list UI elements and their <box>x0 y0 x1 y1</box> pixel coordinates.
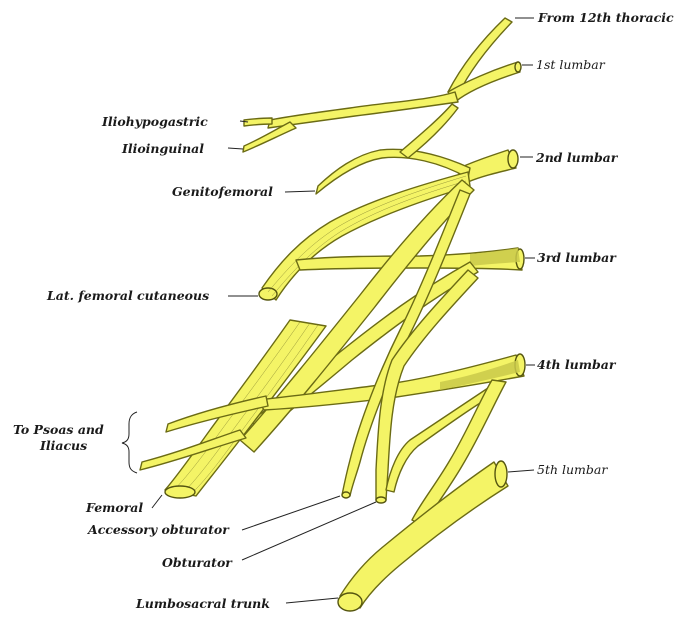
lumbosacral-trunk-end <box>338 593 362 611</box>
iliohypogastric-nerve <box>244 118 272 126</box>
label-3rd-lumbar: 3rd lumbar <box>537 250 617 265</box>
label-lumbosacral-trunk: Lumbosacral trunk <box>135 596 270 611</box>
label-genitofemoral: Genitofemoral <box>172 184 273 199</box>
femoral-end <box>165 486 195 498</box>
label-femoral: Femoral <box>85 500 143 515</box>
label-4th-lumbar: 4th lumbar <box>537 357 617 372</box>
label-obturator: Obturator <box>162 555 233 570</box>
label-to-psoas-line2: Iliacus <box>39 438 87 453</box>
fifth-lumbar-end <box>495 461 507 487</box>
label-to-psoas-line1: To Psoas and <box>13 422 104 437</box>
second-lumbar-end <box>508 150 518 168</box>
label-2nd-lumbar: 2nd lumbar <box>535 150 619 165</box>
label-1st-lumbar: 1st lumbar <box>536 57 606 72</box>
label-5th-lumbar: 5th lumbar <box>537 462 608 477</box>
label-ilioinguinal: Ilioinguinal <box>121 141 204 156</box>
obturator-end <box>376 497 386 503</box>
lumbosacral-trunk <box>340 462 508 608</box>
lat-femoral-end <box>259 288 277 300</box>
first-lumbar-end <box>515 62 521 72</box>
label-accessory-obturator: Accessory obturator <box>87 522 230 537</box>
iliohypogastric-ilioinguinal-trunk <box>268 92 458 128</box>
label-iliohypogastric: Iliohypogastric <box>101 114 208 129</box>
label-from-12th-thoracic: From 12th thoracic <box>537 10 674 25</box>
genitofemoral-upper-branch <box>400 104 458 158</box>
accessory-obturator-end <box>342 492 350 498</box>
label-lat-femoral-cutaneous: Lat. femoral cutaneous <box>46 288 209 303</box>
